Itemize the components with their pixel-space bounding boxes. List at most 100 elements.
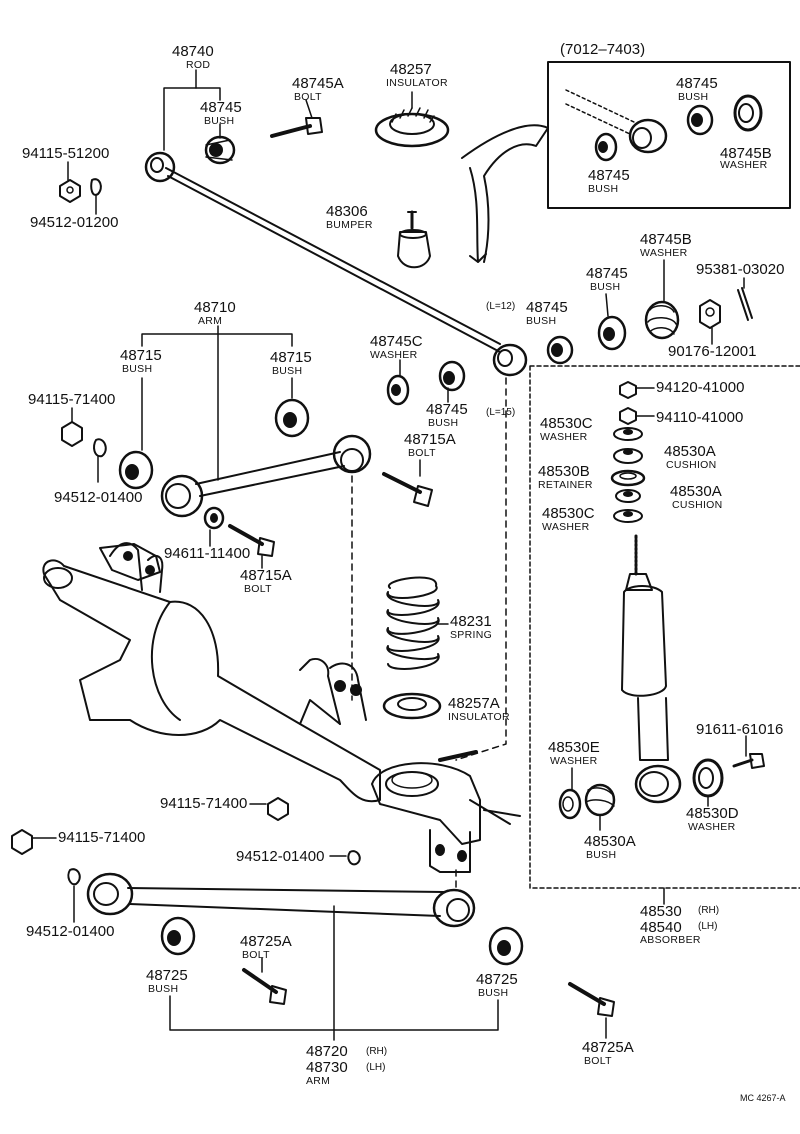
nut-94115-51200-icon	[59, 179, 81, 203]
inset-box	[547, 61, 791, 209]
absorber-rh-tag: (RH)	[698, 905, 720, 916]
bush-48715-right-name: BUSH	[272, 365, 303, 377]
inset-washer-icon	[733, 94, 763, 132]
bush-top-icon	[204, 135, 236, 165]
bush-48745-right-icon	[597, 315, 627, 351]
washer-48530c-2-number: 48530C	[542, 505, 595, 522]
cushion-48530a-1-name: CUSHION	[666, 459, 717, 471]
bush-48745-left-name: BUSH	[526, 315, 557, 327]
nut-94115-71400-a-label: 94115-71400	[28, 391, 116, 408]
retainer-48530b-name: RETAINER	[538, 479, 593, 491]
insulator-top-number: 48257	[390, 61, 432, 78]
insulator-lower-name: INSULATOR	[448, 711, 510, 723]
shock-absorber-icon	[621, 534, 682, 804]
bush-48530a-number: 48530A	[584, 833, 636, 850]
cushion-48530a-2-name: CUSHION	[672, 499, 723, 511]
inset-title: (7012–7403)	[560, 41, 646, 58]
bush-48725-right-icon	[488, 926, 524, 966]
washer-94611-icon	[203, 506, 225, 530]
cotter-pin-icon	[737, 287, 753, 321]
washer-48745b-number: 48745B	[640, 231, 692, 248]
inset-rod-end	[565, 89, 668, 154]
bush-48725-left-icon	[160, 916, 196, 956]
bolt-48715a-top-icon	[382, 472, 433, 507]
bolt-48715a-top-name: BOLT	[408, 447, 436, 459]
inset-bush2-number: 48745	[588, 167, 630, 184]
washer-48745c-name: WASHER	[370, 349, 418, 361]
bush-48725-left-name: BUSH	[148, 983, 179, 995]
inset-washer-name: WASHER	[720, 159, 768, 171]
bolt-48725a-bottom-name: BOLT	[584, 1055, 612, 1067]
nut-94120-label: 94120-41000	[656, 379, 745, 396]
bush-top-number: 48745	[200, 99, 242, 116]
inset-bush2-name: BUSH	[588, 183, 619, 195]
bush-48715-right-icon	[274, 398, 310, 438]
bolt-48725a-bottom-icon	[568, 982, 615, 1017]
arm2-number-rh: 48720	[306, 1043, 348, 1060]
bush-48530a-icon	[584, 783, 616, 817]
bush-48715-left-number: 48715	[120, 347, 162, 364]
bush-top-name: BUSH	[204, 115, 235, 127]
bush-48745-left-number: 48745	[526, 299, 568, 316]
inset-bush-1-icon	[686, 104, 714, 136]
bush-48745-center-number: 48745	[426, 401, 468, 418]
nut-90176-label: 90176-12001	[668, 343, 757, 360]
arm-name: ARM	[198, 315, 223, 327]
washer-48530d-number: 48530D	[686, 805, 739, 822]
bumper-number: 48306	[326, 203, 368, 220]
cotter-pin-label: 95381-03020	[696, 261, 785, 278]
bush-48715-left-icon	[118, 450, 154, 490]
washer-48530e-icon	[558, 788, 582, 820]
bolt-48715a-lower-number: 48715A	[240, 567, 292, 584]
rod-leader	[163, 87, 221, 151]
bush-48745-center-icon	[438, 360, 466, 392]
washer-48745b-name: WASHER	[640, 247, 688, 259]
bolt-48715a-lower-name: BOLT	[244, 583, 272, 595]
absorber-lh-tag: (LH)	[698, 921, 718, 932]
arm2-lh-tag: (LH)	[366, 1062, 386, 1073]
bolt-48745a-number: 48745A	[292, 75, 344, 92]
washer-48530e-number: 48530E	[548, 739, 600, 756]
inset-bush1-number: 48745	[676, 75, 718, 92]
spring-number: 48231	[450, 613, 492, 630]
bush-48725-left-number: 48725	[146, 967, 188, 984]
nut-94115-71400-b-icon	[267, 797, 289, 821]
bush-48725-right-name: BUSH	[478, 987, 509, 999]
arm-number: 48710	[194, 299, 236, 316]
bush-48530a-name: BUSH	[586, 849, 617, 861]
washer-48745c-icon	[386, 374, 410, 406]
absorber-number-rh: 48530	[640, 903, 682, 920]
rod-part-number: 48740	[172, 43, 214, 60]
bolt-91611-icon	[732, 753, 765, 769]
nut-94115-51200-label: 94115-51200	[22, 145, 110, 162]
nut-94115-71400-b-label: 94115-71400	[160, 795, 248, 812]
bolt-48725a-top-name: BOLT	[242, 949, 270, 961]
footer-code: MC 4267-A	[740, 1093, 786, 1103]
cushion-48530a-2-number: 48530A	[670, 483, 722, 500]
insulator-lower-number: 48257A	[448, 695, 500, 712]
washer-94512-01400-a-icon	[93, 438, 107, 458]
washer-48745c-number: 48745C	[370, 333, 423, 350]
bolt-48745a-name: BOLT	[294, 91, 322, 103]
bumper-name: BUMPER	[326, 219, 373, 231]
washer-94512-01400-c-icon	[67, 868, 81, 886]
bolt-48715a-top-number: 48715A	[404, 431, 456, 448]
washer-48530c-2-name: WASHER	[542, 521, 590, 533]
nut-94115-71400-c-label: 94115-71400	[58, 829, 146, 846]
coil-spring-icon	[386, 576, 440, 670]
arm2-name: ARM	[306, 1075, 331, 1087]
bush-48745-center-name: BUSH	[428, 417, 459, 429]
bolt-48725a-top-number: 48725A	[240, 933, 292, 950]
bolt-48725a-bottom-number: 48725A	[582, 1039, 634, 1056]
bumper-icon	[397, 210, 431, 269]
arm2-rh-tag: (RH)	[366, 1046, 388, 1057]
bush-48715-left-name: BUSH	[122, 363, 153, 375]
length-12-note: (L=12)	[486, 301, 516, 312]
washer-48745b-icon	[644, 300, 680, 340]
washer-48530e-name: WASHER	[550, 755, 598, 767]
nut-94115-71400-c-icon	[11, 829, 33, 855]
washer-48530c-1-number: 48530C	[540, 415, 593, 432]
washer-94512-01200-label: 94512-01200	[30, 214, 119, 231]
